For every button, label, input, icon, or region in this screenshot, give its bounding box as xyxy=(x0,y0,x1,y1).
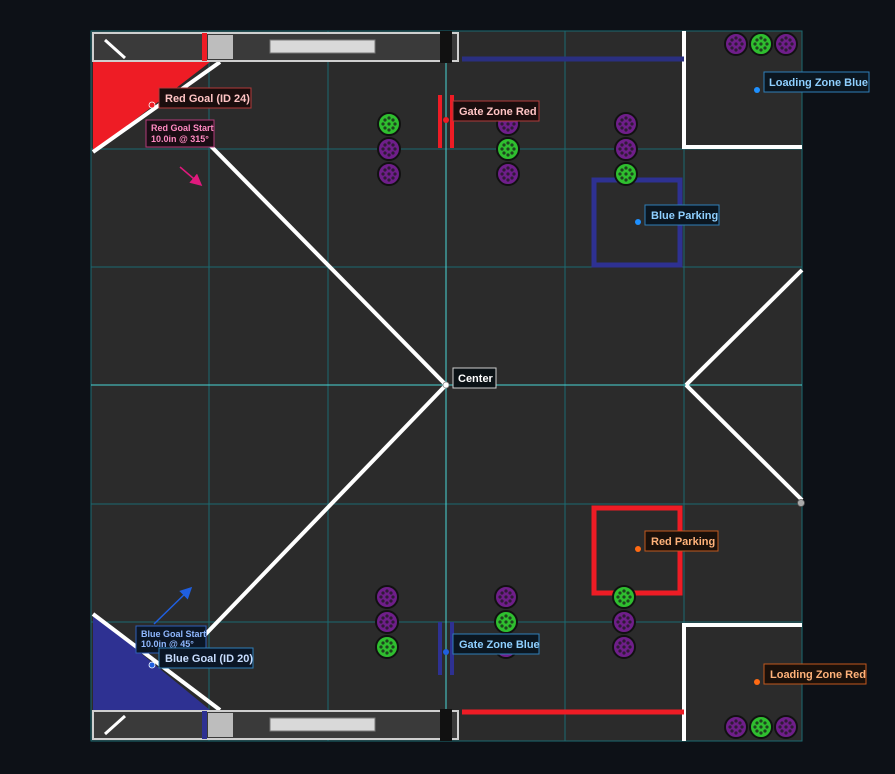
blue-goal-label: Blue Goal (ID 20) xyxy=(165,653,253,665)
loading-zone-red-label: Loading Zone Red xyxy=(770,669,866,681)
bottom-ramp-end xyxy=(440,709,452,741)
purple-artifact-ball xyxy=(377,162,401,186)
green-artifact-ball xyxy=(614,162,638,186)
purple-artifact-ball xyxy=(377,137,401,161)
blue-goal-start-arrow xyxy=(153,586,193,625)
loading-zone-blue-tape xyxy=(682,31,802,149)
blue-goal-start-detail: 10.0in @ 45° xyxy=(141,639,194,649)
gate-zone-red-bars xyxy=(438,95,454,148)
purple-artifact-ball xyxy=(496,162,520,186)
label-blue-goal[interactable]: Blue Goal (ID 20) xyxy=(158,647,254,669)
loading-zone-red-marker[interactable] xyxy=(754,679,760,685)
red-goal-label: Red Goal (ID 24) xyxy=(165,93,250,105)
label-loading-zone-blue[interactable]: Loading Zone Blue xyxy=(763,71,870,93)
label-red-goal[interactable]: Red Goal (ID 24) xyxy=(158,87,252,109)
loading-zone-blue-label: Loading Zone Blue xyxy=(769,77,868,89)
label-red-goal-start[interactable]: Red Goal Start 10.0in @ 315° xyxy=(145,119,215,148)
label-red-parking[interactable]: Red Parking xyxy=(644,530,719,552)
red-goal-start-detail: 10.0in @ 315° xyxy=(151,134,209,144)
red-parking-label: Red Parking xyxy=(651,536,715,548)
purple-artifact-ball xyxy=(494,585,518,609)
red-goal-start-title: Red Goal Start xyxy=(151,123,214,133)
gate-zone-red-label: Gate Zone Red xyxy=(459,106,537,118)
bottom-ramp-slot xyxy=(269,717,376,732)
tape-diagonal-upper xyxy=(198,133,448,387)
bottom-ramp-block xyxy=(208,713,233,737)
loading-zone-blue-marker[interactable] xyxy=(754,87,760,93)
top-ramp-red-mark xyxy=(202,33,207,61)
purple-artifact-ball xyxy=(724,32,748,56)
label-blue-parking[interactable]: Blue Parking xyxy=(644,204,720,226)
tape-lines xyxy=(91,31,804,741)
green-artifact-ball xyxy=(377,112,401,136)
label-gate-zone-blue[interactable]: Gate Zone Blue xyxy=(452,633,540,655)
blue-parking-marker[interactable] xyxy=(635,219,641,225)
blue-goal-marker[interactable] xyxy=(148,661,156,669)
top-ramp-end xyxy=(440,31,452,63)
label-gate-zone-red[interactable]: Gate Zone Red xyxy=(452,100,540,122)
purple-artifact-ball xyxy=(774,32,798,56)
bottom-ramp-blue-mark xyxy=(202,711,207,739)
red-goal-marker[interactable] xyxy=(148,101,156,109)
center-label: Center xyxy=(458,373,494,385)
blue-goal-start-title: Blue Goal Start xyxy=(141,629,206,639)
bottom-ramp xyxy=(92,709,684,741)
top-ramp xyxy=(92,31,684,63)
red-goal-start-arrow xyxy=(179,166,203,186)
green-artifact-ball xyxy=(749,715,773,739)
green-artifact-ball xyxy=(749,32,773,56)
top-ramp-slot xyxy=(269,39,376,54)
tape-red-goal-edge xyxy=(91,60,222,154)
label-center[interactable]: Center xyxy=(452,367,497,389)
blue-parking-label: Blue Parking xyxy=(651,210,718,222)
red-parking-marker[interactable] xyxy=(635,546,641,552)
green-artifact-ball xyxy=(612,585,636,609)
purple-artifact-ball xyxy=(612,610,636,634)
purple-artifact-ball xyxy=(614,112,638,136)
purple-artifact-ball xyxy=(375,585,399,609)
loading-zone-red-tape xyxy=(682,623,802,741)
tape-blue-goal-edge xyxy=(91,612,222,712)
edge-marker[interactable] xyxy=(797,499,805,507)
green-artifact-ball xyxy=(375,635,399,659)
purple-artifact-ball xyxy=(774,715,798,739)
center-marker[interactable] xyxy=(442,381,450,389)
purple-artifact-ball xyxy=(375,610,399,634)
tape-right-lower xyxy=(684,383,804,502)
tape-diagonal-lower xyxy=(198,383,448,642)
gate-zone-red-marker[interactable] xyxy=(443,117,449,123)
tape-right-upper xyxy=(684,268,804,387)
top-ramp-block xyxy=(208,35,233,59)
green-artifact-ball xyxy=(494,610,518,634)
gate-zone-blue-marker[interactable] xyxy=(443,649,449,655)
label-loading-zone-red[interactable]: Loading Zone Red xyxy=(763,663,867,685)
gate-zone-blue-label: Gate Zone Blue xyxy=(459,639,540,651)
purple-artifact-ball xyxy=(724,715,748,739)
gate-zone-blue-bars xyxy=(438,622,454,675)
green-artifact-ball xyxy=(496,137,520,161)
purple-artifact-ball xyxy=(612,635,636,659)
purple-artifact-ball xyxy=(614,137,638,161)
